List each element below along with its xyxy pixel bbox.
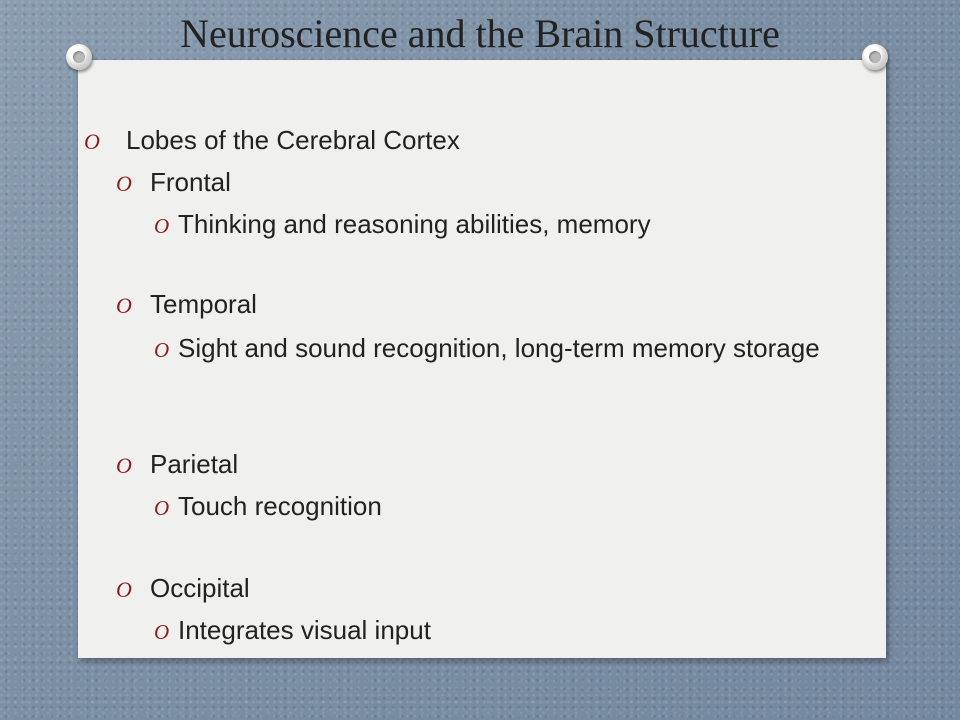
bullet-marker: O (154, 620, 170, 644)
bullet-text: Frontal (150, 167, 231, 197)
bullet-marker: O (116, 453, 132, 478)
bullet-text: Integrates visual input (178, 615, 431, 645)
bullet-item-occipital-detail: O Integrates visual input (154, 616, 874, 646)
bullet-marker: O (116, 171, 132, 196)
thumbtack-icon (66, 44, 92, 70)
bullet-item-parietal: O Parietal (116, 448, 856, 482)
slide-title: Neuroscience and the Brain Structure (180, 11, 780, 56)
bullet-item-lobes: O Lobes of the Cerebral Cortex (84, 124, 864, 158)
bullet-marker: O (84, 129, 100, 154)
bullet-text: Touch recognition (178, 491, 382, 521)
bullet-item-frontal: O Frontal (116, 166, 856, 200)
bullet-marker: O (154, 214, 170, 238)
bullet-marker: O (154, 338, 170, 362)
bullet-text: Parietal (150, 449, 239, 479)
bullet-text: Lobes of the Cerebral Cortex (126, 125, 460, 155)
bullet-item-temporal: O Temporal (116, 288, 856, 322)
bullet-marker: O (116, 577, 132, 602)
bullet-text: Occipital (150, 573, 250, 603)
bullet-text: Sight and sound recognition, long-term m… (178, 333, 820, 363)
bullet-list: O Lobes of the Cerebral Cortex O Frontal… (78, 60, 886, 658)
bullet-text: Temporal (150, 289, 257, 319)
bullet-item-frontal-detail: O Thinking and reasoning abilities, memo… (154, 210, 874, 240)
bullet-text: Thinking and reasoning abilities, memory (178, 209, 651, 239)
bullet-item-parietal-detail: O Touch recognition (154, 492, 874, 522)
bullet-marker: O (154, 496, 170, 520)
bullet-marker: O (116, 293, 132, 318)
thumbtack-icon (862, 44, 888, 70)
content-card: O Lobes of the Cerebral Cortex O Frontal… (78, 60, 886, 658)
bullet-item-temporal-detail: O Sight and sound recognition, long-term… (154, 334, 874, 364)
bullet-item-occipital: O Occipital (116, 572, 856, 606)
